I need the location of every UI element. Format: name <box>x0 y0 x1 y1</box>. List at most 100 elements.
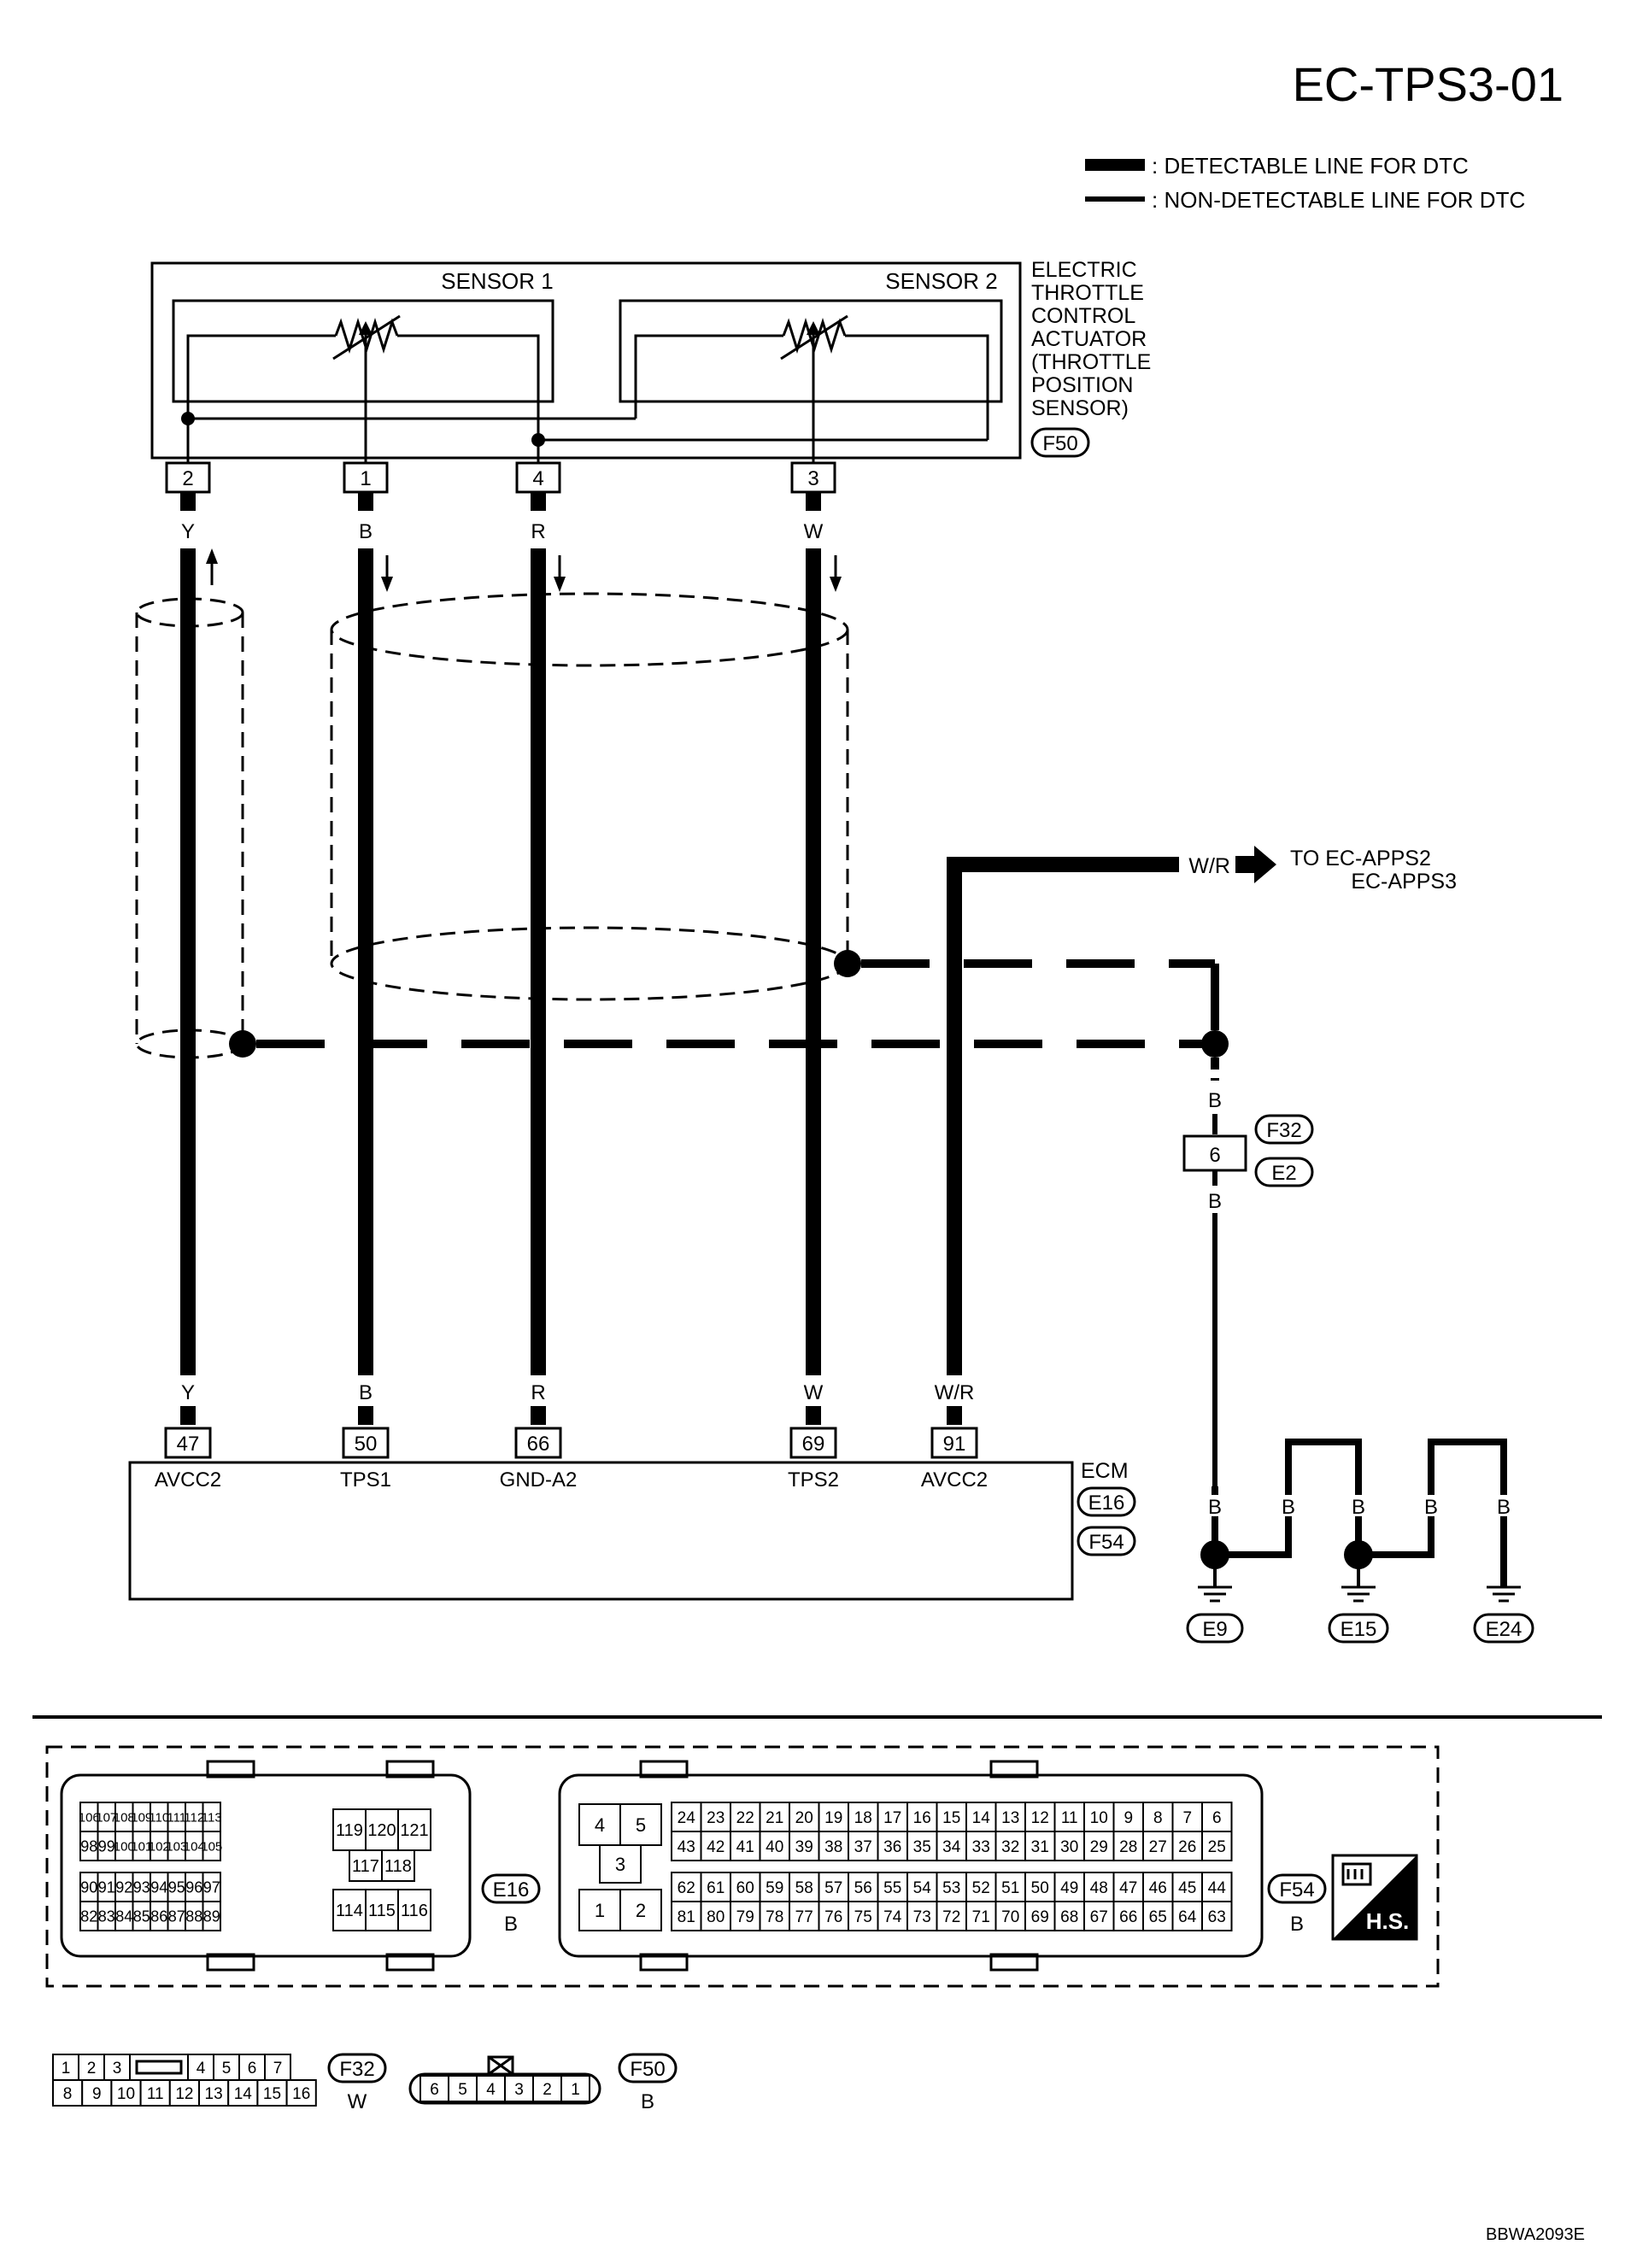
f50-pin-4-label: 4 <box>486 2081 496 2099</box>
e16-pin-93-label: 93 <box>133 1878 150 1896</box>
f54-pin-65-cell <box>1142 1901 1174 1931</box>
e16-color: B <box>504 1913 518 1936</box>
f54-pin-59-label: 59 <box>766 1879 783 1897</box>
e16-pin-82-label: 82 <box>80 1908 97 1925</box>
figure-code: BBWA2093E <box>1486 2225 1585 2244</box>
f54-pin-33-label: 33 <box>972 1838 990 1856</box>
joint-connector: B 6 F32 E2 B <box>1182 1089 1314 1486</box>
f54-pin-43-label: 43 <box>678 1838 695 1856</box>
f54-pin-33-cell <box>965 1831 997 1861</box>
f50-pin-5-cell <box>448 2075 478 2102</box>
f54-pin-68-cell <box>1053 1901 1085 1931</box>
f54-pin-73-label: 73 <box>913 1908 931 1926</box>
e16-pin-102-label: 102 <box>149 1839 170 1854</box>
f54-pin-80-label: 80 <box>707 1908 725 1926</box>
f32-pin-12-label: 12 <box>175 2085 193 2103</box>
f54-pin-60-label: 60 <box>736 1879 754 1897</box>
f54-pin-57-label: 57 <box>824 1879 842 1897</box>
f32-pin-4-label: 4 <box>197 2060 206 2078</box>
e16-pin-113-label: 113 <box>202 1810 222 1825</box>
f54-pin-21-cell <box>759 1802 790 1832</box>
f54-pin-27-cell <box>1142 1831 1174 1861</box>
f54-pin-37-label: 37 <box>854 1838 872 1856</box>
f54-pin-73-cell <box>906 1901 938 1931</box>
f54-pin-27-label: 27 <box>1149 1838 1167 1856</box>
actuator-pin-4: 4 <box>532 467 543 490</box>
e16-pin-87-label: 87 <box>168 1908 185 1925</box>
ecm-pin-91: 91 <box>943 1433 966 1456</box>
f50-name: F50 <box>630 2058 665 2081</box>
f54-pin-20-label: 20 <box>795 1809 813 1827</box>
ecm-pin-label-avcc2: AVCC2 <box>155 1468 221 1491</box>
e16-pin-119-cell <box>332 1808 367 1851</box>
f54-pin-41-cell <box>730 1831 761 1861</box>
legend-detectable: : DETECTABLE LINE FOR DTC <box>1152 153 1469 179</box>
f54-pin-28-cell <box>1112 1831 1144 1861</box>
e16-pin-103-label: 103 <box>166 1839 187 1854</box>
e16-pin-114-label: 114 <box>336 1902 363 1920</box>
throttle-actuator: SENSOR 1 SENSOR 2 ELECTRIC THROTTLE CO <box>150 258 1151 466</box>
e16-pin-90-label: 90 <box>80 1878 97 1896</box>
to-apps-line-2: EC-APPS3 <box>1351 870 1457 894</box>
f54-pin-70-label: 70 <box>1001 1908 1019 1926</box>
signal-wires <box>180 492 1179 1375</box>
f54-pin-16-label: 16 <box>913 1809 931 1827</box>
ecm-pin-66: 66 <box>527 1433 550 1456</box>
ecm-pin-label-gnd-a2: GND-A2 <box>500 1468 578 1491</box>
f32-pin-12-cell <box>168 2079 201 2107</box>
f32-pin-15-label: 15 <box>263 2085 281 2103</box>
ecm-wire-color-wr: W/R <box>935 1381 975 1404</box>
f32-name: F32 <box>339 2058 374 2081</box>
f54-pin-81-cell <box>671 1901 702 1931</box>
f54-pin-19-label: 19 <box>824 1809 842 1827</box>
f54-pin-72-label: 72 <box>942 1908 960 1926</box>
f50-pin-3-label: 3 <box>514 2081 524 2099</box>
ground-wire-b-5: B <box>1497 1496 1511 1519</box>
e16-pin-89-cell <box>202 1901 221 1931</box>
f32-pin-7-cell <box>264 2054 291 2081</box>
f54-pin-56-label: 56 <box>854 1879 872 1897</box>
shields <box>135 592 849 1059</box>
e16-pin-116-cell <box>397 1889 431 1931</box>
page-title: EC-TPS3-01 <box>1293 57 1564 111</box>
f32-pin-5-label: 5 <box>222 2060 232 2078</box>
e16-pin-118-cell <box>381 1849 415 1882</box>
f54-pin-11-label: 11 <box>1061 1809 1078 1827</box>
f54-pin-34-label: 34 <box>942 1838 961 1856</box>
signal-arrows <box>206 548 842 592</box>
f54-pin-75-cell <box>848 1901 879 1931</box>
f54-pin-55-label: 55 <box>883 1879 901 1897</box>
f54-pin-9-label: 9 <box>1124 1809 1133 1827</box>
ground-wire-b-3: B <box>1352 1496 1365 1519</box>
f54-pin-54-label: 54 <box>913 1879 932 1897</box>
f54-pin-36-label: 36 <box>883 1838 901 1856</box>
e16-pin-99-label: 99 <box>98 1837 115 1855</box>
e16-pin-120-label: 120 <box>367 1821 396 1840</box>
f54-pin-8-label: 8 <box>1153 1809 1163 1827</box>
f32-pin-7-label: 7 <box>273 2060 283 2078</box>
f54-pin-62-label: 62 <box>678 1879 695 1897</box>
f54-pin-41-label: 41 <box>736 1838 754 1856</box>
f32-pin-10-label: 10 <box>117 2085 135 2103</box>
e16-pin-105-cell <box>202 1831 221 1861</box>
e16-pin-88-label: 88 <box>185 1908 202 1925</box>
joint-wire-top: B <box>1208 1089 1222 1112</box>
f54-pin-50-cell <box>1024 1872 1056 1902</box>
e16-pin-110-label: 110 <box>149 1810 169 1825</box>
connector-f50-tag: F50 <box>1042 432 1077 455</box>
f54-pin-17-cell <box>877 1802 908 1832</box>
wire-color-w-top: W <box>804 520 824 543</box>
f54-pin-79-label: 79 <box>736 1908 754 1926</box>
f54-pin-28-label: 28 <box>1119 1838 1137 1856</box>
e16-pin-101-label: 101 <box>131 1839 152 1854</box>
f54-pin-40-label: 40 <box>766 1838 783 1856</box>
f54-pin-49-cell <box>1053 1872 1085 1902</box>
f54-pin-32-label: 32 <box>1001 1838 1019 1856</box>
f54-pin-79-cell <box>730 1901 761 1931</box>
f54-pin-40-cell <box>759 1831 790 1861</box>
f54-pin-2-cell <box>619 1889 662 1931</box>
f32-pin-2-cell <box>78 2054 105 2081</box>
e16-pin-100-label: 100 <box>114 1839 135 1854</box>
wire-color-r-top: R <box>531 520 545 543</box>
f32-pin-11-label: 11 <box>147 2085 164 2103</box>
